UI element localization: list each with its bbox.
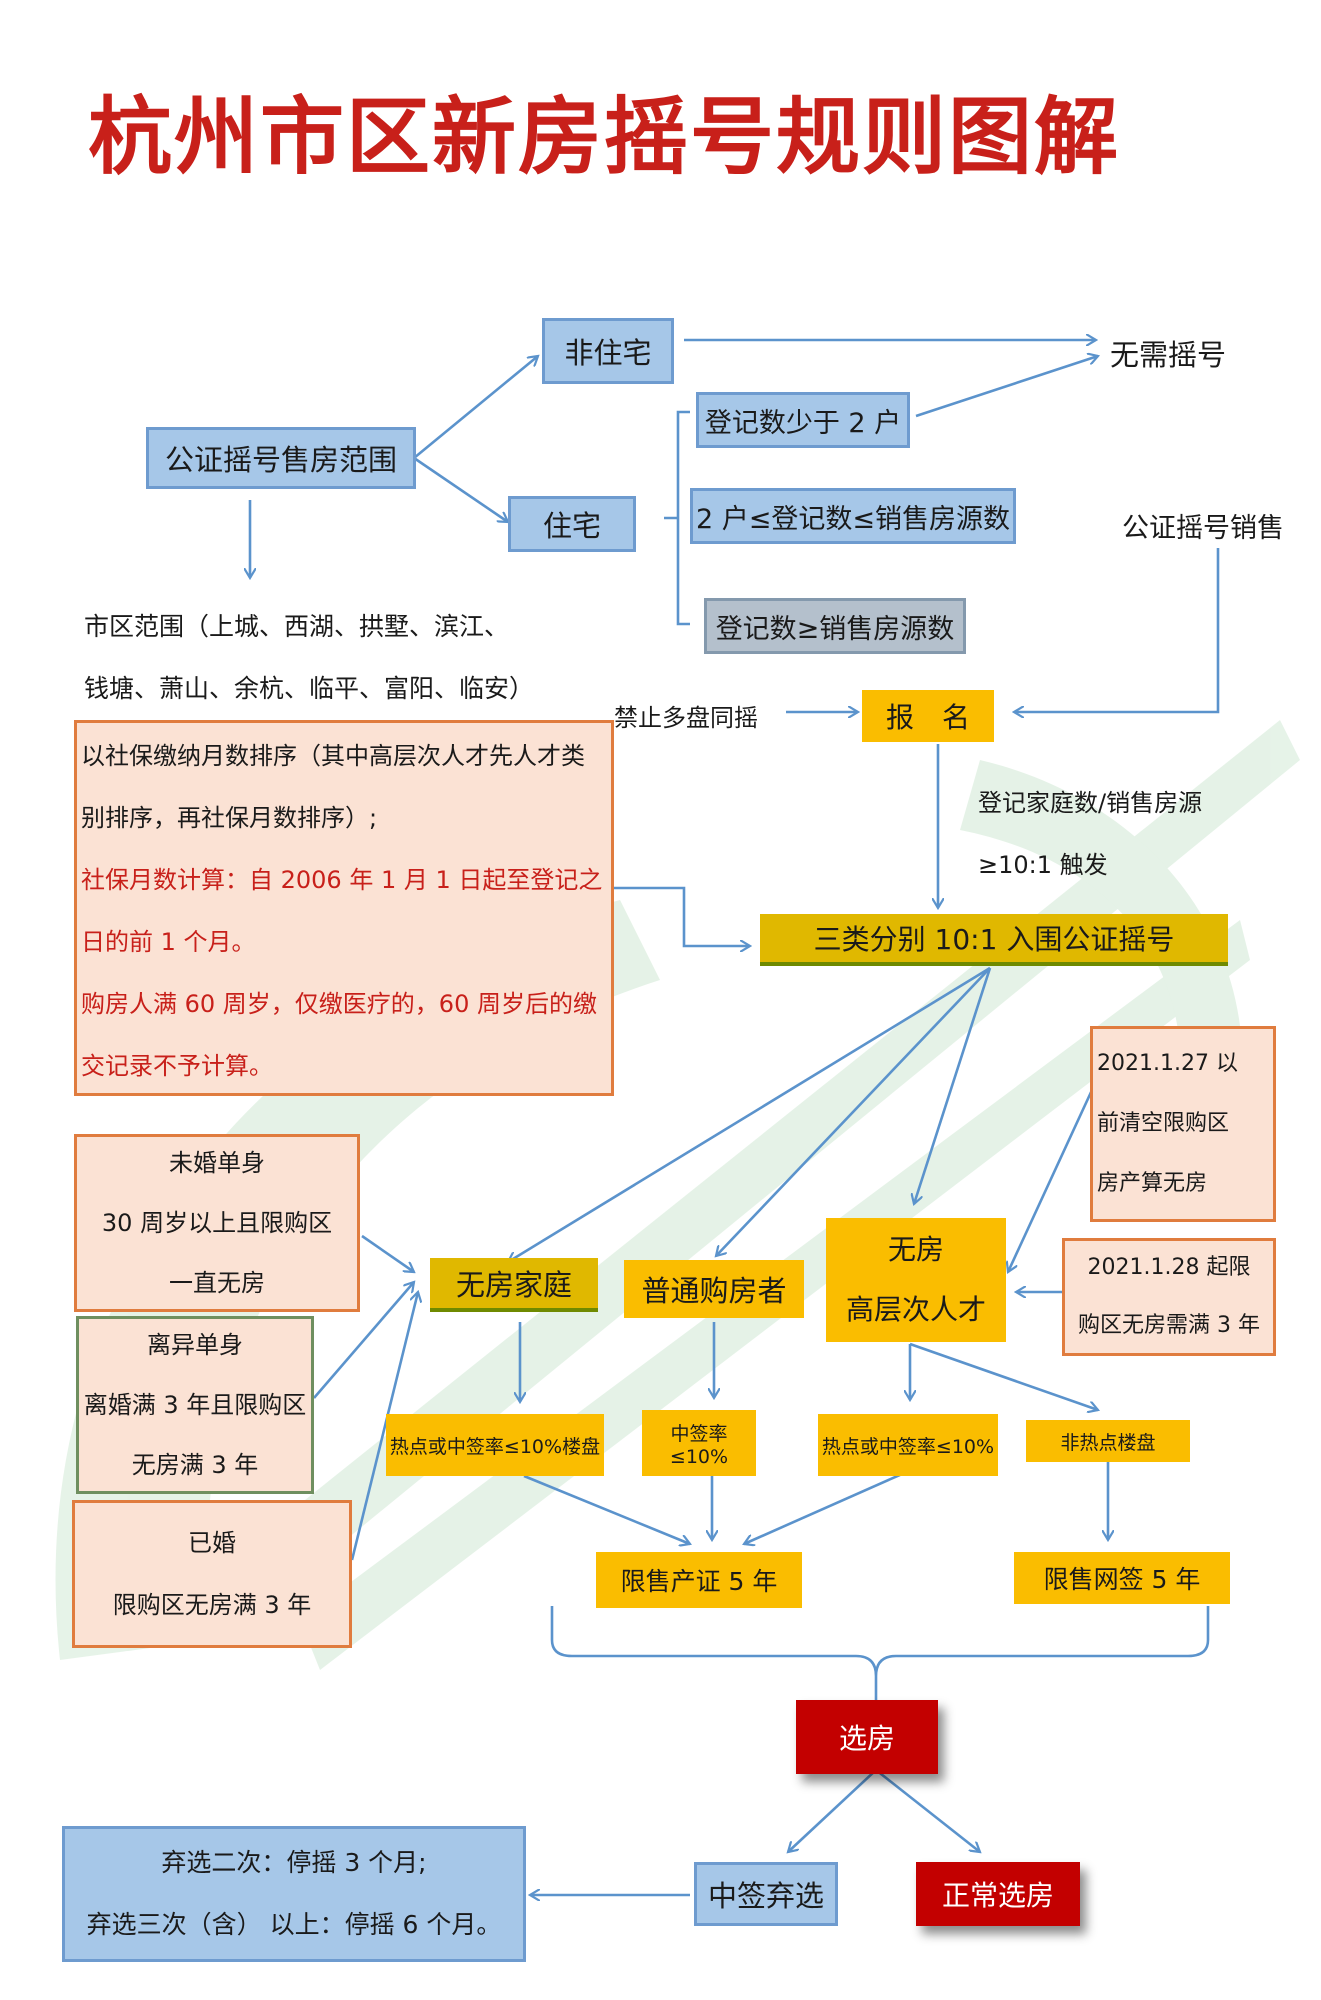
three-categories-box: 三类分别 10:1 入围公证摇号 — [760, 914, 1228, 966]
married-box: 已婚 限购区无房满 3 年 — [72, 1500, 352, 1648]
trigger-line-2: ≥10:1 触发 — [978, 851, 1108, 879]
unmarried-line-2: 30 周岁以上且限购区 — [101, 1209, 333, 1237]
choose-box: 选房 — [796, 1700, 938, 1774]
no-lottery-text: 无需摇号 — [1110, 338, 1227, 372]
unmarried-line-3: 一直无房 — [169, 1269, 265, 1297]
penalty-line-2: 弃选三次（含） 以上：停摇 6 个月。 — [86, 1910, 502, 1939]
trigger-text: 登记家庭数/销售房源 ≥10:1 触发 — [978, 772, 1202, 896]
non-residential-box: 非住宅 — [542, 318, 674, 384]
married-line-2: 限购区无房满 3 年 — [112, 1591, 312, 1619]
no-multi-text: 禁止多盘同摇 — [614, 704, 758, 732]
penalty-line-1: 弃选二次：停摇 3 个月; — [161, 1848, 427, 1877]
no-house-family-box: 无房家庭 — [430, 1258, 598, 1312]
rate-hot-talent-box: 热点或中签率≤10% — [818, 1414, 998, 1476]
arrow-scope-to-res — [413, 456, 508, 522]
after-line-2: 购区无房需满 3 年 — [1078, 1313, 1260, 1338]
divorced-line-1: 离异单身 — [147, 1331, 243, 1359]
rate-hot-family-box: 热点或中签率≤10%楼盘 — [386, 1414, 604, 1476]
before-line-2: 前清空限购区 — [1097, 1111, 1230, 1136]
scope-box: 公证摇号售房范围 — [146, 427, 416, 489]
talent-line-1: 无房 — [887, 1233, 944, 1266]
after-line-1: 2021.1.28 起限 — [1087, 1255, 1251, 1280]
rate-ordinary-box: 中签率≤10% — [642, 1410, 756, 1476]
divorced-line-3: 无房满 3 年 — [131, 1451, 259, 1479]
rate-non-hot-box: 非热点楼盘 — [1026, 1420, 1190, 1462]
arrow-scope-to-nonres — [413, 356, 538, 460]
arrow-cat-to-ordinary — [716, 967, 991, 1256]
page-title: 杭州市区新房摇号规则图解 — [88, 88, 1121, 186]
normal-select-box: 正常选房 — [916, 1862, 1080, 1926]
talent-line-2: 高层次人才 — [845, 1293, 986, 1326]
arrow-choose-to-abandon — [788, 1769, 877, 1852]
district-line-1: 市区范围（上城、西湖、拱墅、滨江、 — [84, 612, 510, 641]
sort-line-4: 日的前 1 个月。 — [81, 928, 256, 956]
before-line-1: 2021.1.27 以 — [1097, 1051, 1238, 1076]
before-line-3: 房产算无房 — [1097, 1171, 1208, 1196]
sort-line-6: 交记录不予计算。 — [81, 1052, 273, 1080]
after-date-box: 2021.1.28 起限 购区无房需满 3 年 — [1062, 1238, 1276, 1356]
restrict-cert-box: 限售产证 5 年 — [596, 1552, 802, 1608]
notary-sale-text: 公证摇号销售 — [1122, 513, 1284, 544]
penalty-box: 弃选二次：停摇 3 个月; 弃选三次（含） 以上：停摇 6 个月。 — [62, 1826, 526, 1962]
sort-line-2: 别排序，再社保月数排序）; — [81, 804, 378, 832]
arrow-hot-talent-to-cert — [744, 1472, 903, 1544]
district-text: 市区范围（上城、西湖、拱墅、滨江、 钱塘、萧山、余杭、临平、富阳、临安） — [84, 596, 534, 720]
divorced-line-2: 离婚满 3 年且限购区 — [83, 1391, 307, 1419]
arrow-unmarried-to-nohouse — [361, 1234, 414, 1272]
bracket-registration — [664, 410, 690, 626]
arrow-cat-to-nohouse — [508, 966, 991, 1262]
divorced-box: 离异单身 离婚满 3 年且限购区 无房满 3 年 — [76, 1316, 314, 1494]
restrict-contract-box: 限售网签 5 年 — [1014, 1552, 1230, 1604]
reg-fewer-box: 登记数少于 2 户 — [696, 392, 910, 448]
before-date-box: 2021.1.27 以 前清空限购区 房产算无房 — [1090, 1026, 1276, 1222]
married-line-1: 已婚 — [188, 1529, 236, 1557]
arrow-notary-to-signup — [1014, 548, 1220, 712]
sort-line-5: 购房人满 60 周岁，仅缴医疗的，60 周岁后的缴 — [81, 990, 597, 1018]
district-line-2: 钱塘、萧山、余杭、临平、富阳、临安） — [84, 674, 535, 703]
reg-greater-box: 登记数≥销售房源数 — [704, 598, 966, 654]
reg-between-box: 2 户≤登记数≤销售房源数 — [690, 488, 1016, 544]
abandon-box: 中签弃选 — [694, 1862, 838, 1926]
arrow-married-to-nohouse — [350, 1292, 418, 1561]
sort-line-1: 以社保缴纳月数排序（其中高层次人才先人才类 — [81, 742, 585, 770]
talent-box: 无房 高层次人才 — [826, 1218, 1006, 1342]
arrow-few-to-no-lottery — [915, 356, 1098, 418]
arrow-cat-to-talent — [914, 967, 992, 1204]
arrow-choose-to-normal — [875, 1768, 980, 1852]
arrow-hot-family-to-cert — [523, 1474, 690, 1544]
ordinary-buyer-box: 普通购房者 — [624, 1260, 804, 1318]
signup-box: 报 名 — [862, 690, 994, 742]
bracket-restrictions — [550, 1606, 1210, 1677]
arrow-before-to-talent — [1008, 1089, 1094, 1272]
sorting-rules-box: 以社保缴纳月数排序（其中高层次人才先人才类 别排序，再社保月数排序）; 社保月数… — [74, 720, 614, 1096]
residential-box: 住宅 — [508, 496, 636, 552]
arrow-talent-to-nonhot — [909, 1342, 1098, 1410]
arrow-divorced-to-nohouse — [313, 1282, 414, 1399]
unmarried-box: 未婚单身 30 周岁以上且限购区 一直无房 — [74, 1134, 360, 1312]
sort-line-3: 社保月数计算：自 2006 年 1 月 1 日起至登记之 — [81, 866, 603, 894]
arrow-sorting-to-categories — [612, 886, 750, 946]
unmarried-line-1: 未婚单身 — [169, 1149, 265, 1177]
trigger-line-1: 登记家庭数/销售房源 — [978, 789, 1203, 817]
